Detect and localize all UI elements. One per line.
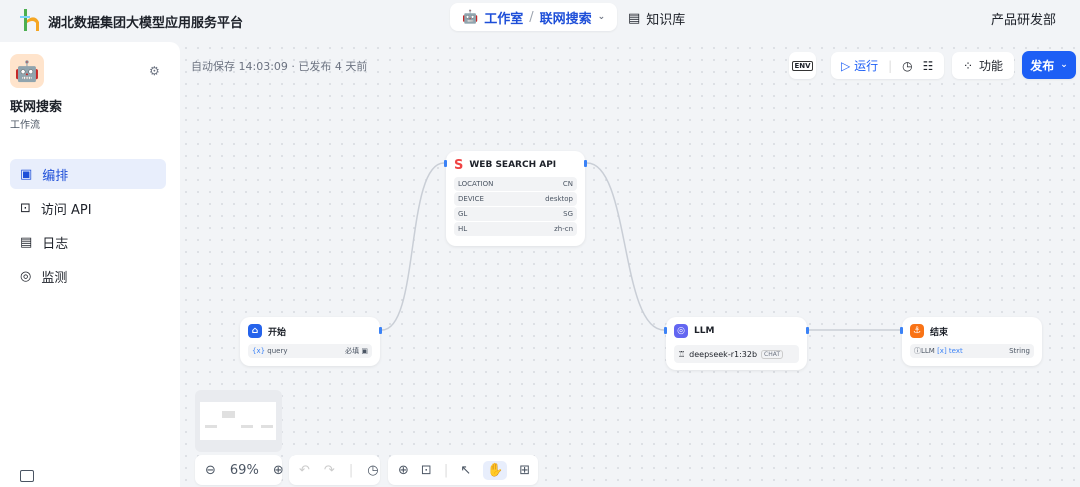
breadcrumb-current[interactable]: 联网搜索 — [539, 11, 592, 27]
run-group: ▷ 运行 | ◷ ☷ — [831, 52, 944, 79]
play-icon: ▷ — [841, 59, 851, 73]
breadcrumb-separator: / — [529, 9, 534, 25]
sidebar-item-logs[interactable]: ▤ 日志 — [10, 227, 166, 257]
layout-icon: ▣ — [20, 166, 33, 182]
breadcrumb-workspace[interactable]: 工作室 — [484, 11, 524, 27]
pointer-icon[interactable]: ↖ — [460, 462, 472, 478]
chevron-down-icon[interactable]: ⌄ — [597, 12, 606, 22]
features-button[interactable]: ⁘ 功能 — [952, 52, 1014, 79]
sidebar-item-label: 编排 — [42, 168, 69, 184]
sidebar-item-label: 日志 — [42, 236, 69, 252]
logo-icon — [20, 9, 39, 31]
org-selector[interactable]: 产品研发部 — [990, 13, 1056, 28]
env-button[interactable]: ENV — [789, 52, 816, 79]
run-label: 运行 — [854, 59, 879, 73]
collapse-sidebar-icon[interactable] — [20, 470, 34, 482]
redo-icon[interactable]: ↷ — [323, 462, 335, 478]
zoom-level[interactable]: 69% — [229, 462, 259, 478]
chevron-down-icon: ⌄ — [1060, 60, 1068, 70]
required-label: 必填 — [345, 347, 360, 355]
input-port[interactable] — [664, 327, 667, 334]
output-port[interactable] — [379, 327, 382, 334]
input-port[interactable] — [900, 327, 903, 334]
sidebar-item-api[interactable]: ⊡ 访问 API — [10, 193, 166, 223]
undo-icon[interactable]: ↶ — [299, 462, 310, 478]
features-icon: ⁘ — [962, 58, 974, 73]
edge-start-web — [381, 162, 445, 331]
llm-icon: ◎ — [674, 324, 688, 338]
web-search-icon: S — [454, 157, 464, 173]
app-title: 湖北数据集团大模型应用服务平台 — [48, 16, 244, 31]
zoom-in-icon[interactable]: ⊕ — [272, 462, 284, 478]
end-icon: ⚓ — [910, 324, 924, 338]
publish-button[interactable]: 发布 ⌄ — [1022, 51, 1076, 79]
knowledge-base-label: 知识库 — [646, 13, 686, 28]
zoom-out-icon[interactable]: ⊖ — [205, 462, 216, 478]
model-icon: ♖ — [678, 349, 686, 359]
node-title: 开始 — [268, 327, 287, 338]
hand-icon[interactable]: ✋ — [483, 460, 508, 480]
minimap[interactable] — [195, 390, 282, 452]
sidebar: 🤖 ⚙ 联网搜索 工作流 ▣ 编排 ⊡ 访问 API ▤ 日志 ◎ 监测 — [0, 42, 180, 487]
history-controls: ↶↷|◷ — [289, 455, 380, 485]
robot-icon: 🤖 — [462, 9, 479, 25]
terminal-icon: ⊡ — [20, 200, 31, 216]
run-button[interactable]: ▷ 运行 — [841, 57, 878, 74]
model-name: deepseek-r1:32b — [689, 349, 758, 359]
features-label: 功能 — [979, 59, 1004, 73]
sidebar-item-label: 访问 API — [40, 202, 92, 218]
settings-sliders-icon[interactable]: ⚙ — [149, 64, 160, 78]
zoom-controls: ⊖ 69% ⊕ — [195, 455, 284, 485]
variable-name: text — [948, 347, 963, 355]
tool-controls: ⊕⊡|↖✋⊞ — [388, 455, 538, 485]
gauge-icon: ◎ — [20, 268, 32, 284]
organize-icon[interactable]: ⊞ — [519, 462, 531, 478]
save-status: 自动保存 14:03:09 · 已发布 4 天前 — [191, 60, 368, 73]
add-note-icon[interactable]: ⊡ — [420, 462, 432, 478]
header: 湖北数据集团大模型应用服务平台 🤖 工作室 / 联网搜索 ⌄ ▤ 知识库 产品研发… — [0, 0, 1080, 42]
knowledge-base-link[interactable]: ▤ 知识库 — [628, 9, 685, 28]
output-port[interactable] — [806, 327, 809, 334]
node-title: 结束 — [930, 327, 949, 338]
chat-badge: CHAT — [761, 349, 784, 359]
document-icon: ▤ — [20, 234, 33, 250]
variable-name: query — [267, 347, 288, 355]
sidebar-item-monitor[interactable]: ◎ 监测 — [10, 261, 166, 291]
variable-type: String — [1009, 347, 1030, 355]
book-icon: ▤ — [628, 11, 641, 26]
edge-web-llm — [586, 162, 665, 331]
node-title: WEB SEARCH API — [469, 160, 557, 170]
source-node: LLM — [921, 347, 935, 355]
output-port[interactable] — [584, 160, 587, 167]
publish-label: 发布 — [1030, 58, 1055, 73]
add-node-icon[interactable]: ⊕ — [398, 462, 409, 478]
breadcrumb: 🤖 工作室 / 联网搜索 ⌄ — [450, 3, 618, 31]
version-history-icon[interactable]: ◷ — [367, 462, 379, 478]
app-name: 联网搜索 — [10, 100, 63, 115]
app-avatar: 🤖 — [10, 54, 44, 88]
app-type: 工作流 — [10, 120, 40, 131]
sidebar-item-orchestrate[interactable]: ▣ 编排 — [10, 159, 166, 189]
input-port[interactable] — [444, 160, 447, 167]
node-title: LLM — [694, 326, 715, 336]
run-history-icon[interactable]: ◷ — [902, 58, 913, 73]
env-icon: ENV — [792, 60, 813, 71]
home-icon: ⌂ — [248, 324, 262, 338]
sidebar-item-label: 监测 — [41, 270, 68, 286]
workflow-canvas[interactable] — [180, 42, 1080, 487]
checklist-icon[interactable]: ☷ — [922, 58, 934, 73]
